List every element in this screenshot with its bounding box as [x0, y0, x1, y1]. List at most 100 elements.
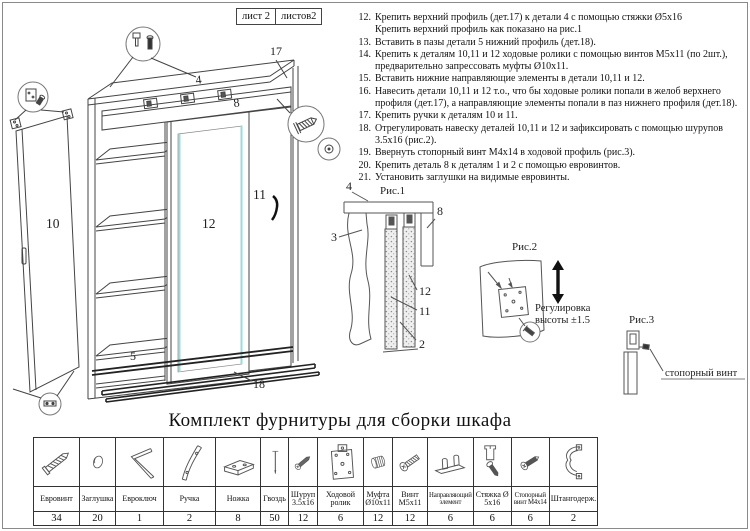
handle-icon	[181, 445, 202, 481]
right-door-11	[248, 106, 292, 372]
hardware-name: Винт M5x11	[392, 486, 428, 512]
instruction-number: 15.	[358, 73, 372, 85]
hardware-title: Комплект фурнитуры для сборки шкафа	[168, 410, 512, 431]
hardware-qty: 50	[260, 511, 289, 526]
euro-screw-icon	[41, 452, 69, 476]
hardware-qty: 12	[288, 511, 318, 526]
instruction-number: 14.	[358, 48, 372, 60]
sheet-total: листов2	[275, 8, 323, 25]
hex-key-icon	[130, 448, 154, 479]
cap-icon	[92, 455, 103, 469]
label-bottom-5: 5	[130, 349, 136, 363]
rod-holder-icon	[566, 444, 583, 480]
instruction-text: Крепить ручки к деталям 10 и 11.	[375, 110, 518, 122]
figure-1-title: Рис.1	[380, 185, 405, 197]
instruction-text: Установить заглушки на видимые евровинты…	[375, 171, 570, 183]
instruction-text: Навесить детали 10,11 и 12 т.о., что бы …	[375, 85, 738, 110]
instruction-number: 18.	[358, 122, 372, 134]
hardware-name: Гвоздь	[260, 486, 289, 512]
label-rail-18: 18	[253, 377, 265, 391]
figure-2-title: Рис.2	[512, 241, 537, 253]
hardware-qty: 6	[510, 511, 550, 526]
instruction-text: Ввернуть стопорный винт M4x14 в ходовой …	[375, 147, 636, 159]
figure-1	[338, 191, 436, 353]
hardware-name: Ножка	[215, 486, 261, 512]
hardware-name: Ходовой ролик	[317, 486, 364, 512]
hardware-qty: 6	[427, 511, 474, 526]
guide-detail-circle	[12, 370, 75, 416]
hardware-name: Стопорный винт M4x14	[510, 486, 550, 512]
instruction-number: 20.	[358, 159, 372, 171]
sheet-info: лист 2 листов2	[236, 8, 323, 25]
door-handle	[271, 195, 279, 221]
instruction-item: 18.Отрегулировать навеску деталей 10,11 …	[350, 123, 748, 148]
foot-icon	[223, 460, 255, 476]
fig3-caption: стопорный винт	[665, 368, 738, 379]
machine-screw-icon	[399, 454, 420, 472]
door-handle-mark	[21, 247, 27, 265]
hardware-qty: 34	[33, 511, 80, 526]
hardware-name: Евроключ	[115, 486, 164, 512]
instruction-item: 16.Навесить детали 10,11 и 12 т.о., что …	[350, 86, 748, 111]
wood-screw-icon	[294, 456, 310, 470]
instruction-item: 19.Ввернуть стопорный винт M4x14 в ходов…	[350, 147, 748, 159]
instruction-text: Крепить верхний профиль (дет.17) к детал…	[375, 12, 682, 36]
fig1-label-3: 3	[331, 230, 337, 244]
fig1-label-4: 4	[346, 179, 352, 193]
hardware-name: Стяжка Ø 5x16	[472, 486, 512, 512]
hardware-qty: 6	[472, 511, 512, 526]
hardware-qty: 12	[392, 511, 428, 526]
instruction-item: 17.Крепить ручки к деталям 10 и 11.	[350, 110, 748, 122]
hardware-name: Направляющий элемент	[427, 486, 474, 512]
mirror-door-12	[166, 111, 250, 385]
hardware-qty-row: 34 20 1 2 8 50 12 6 12 12 6 6 6 2	[33, 511, 599, 526]
label-door-10: 10	[46, 216, 60, 231]
sleeve-icon	[370, 455, 385, 469]
cabinet-body	[87, 26, 341, 403]
hardware-qty: 6	[317, 511, 364, 526]
instruction-item: 15.Вставить нижние направляющие элементы…	[350, 73, 748, 85]
label-door-11: 11	[253, 187, 266, 202]
fig1-label-11: 11	[419, 304, 431, 318]
instruction-number: 17.	[358, 110, 372, 122]
hardware-qty: 20	[79, 511, 116, 526]
instruction-text: Крепить деталь 8 к деталям 1 и 2 с помощ…	[375, 159, 621, 171]
hardware-qty: 2	[548, 511, 599, 526]
hardware-name: Ручка	[163, 486, 216, 512]
figure-3-title: Рис.3	[629, 314, 655, 326]
hardware-qty: 1	[115, 511, 164, 526]
label-top-4: 4	[195, 72, 203, 87]
hardware-name: Заглушка	[79, 486, 116, 512]
hardware-name: Муфта Ø10x11	[363, 486, 393, 512]
instruction-number: 12.	[358, 12, 372, 23]
guide-element-icon	[434, 454, 467, 475]
instruction-item: 21.Установить заглушки на видимые еврови…	[350, 172, 748, 184]
tie-bolt-icon	[484, 445, 499, 477]
shelves	[95, 140, 181, 389]
bottom-profile-18	[101, 363, 320, 403]
hardware-name: Шуруп 3.5x16	[288, 486, 318, 512]
corner-bracket-icon	[9, 108, 74, 130]
fig1-label-8: 8	[437, 204, 443, 218]
roller-icon	[330, 444, 354, 480]
instruction-text: Крепить к деталям 10,11 и 12 ходовые рол…	[375, 48, 728, 73]
instructions-list: 12.Крепить верхний профиль (дет.17) к де…	[350, 12, 748, 184]
bottom-rails	[91, 346, 294, 376]
instruction-number: 21.	[358, 171, 372, 183]
instruction-text: Вставить в пазы детали 5 нижний профиль …	[375, 36, 596, 48]
hardware-qty: 8	[215, 511, 261, 526]
instruction-item: 13.Вставить в пазы детали 5 нижний профи…	[350, 37, 748, 49]
fig2-caption-line1: Регулировка	[535, 303, 591, 314]
fitting-detail-circle	[317, 137, 341, 161]
figure-3	[623, 330, 745, 395]
hardware-qty: 2	[163, 511, 216, 526]
instruction-text: Отрегулировать навеску деталей 10,11 и 1…	[375, 122, 723, 146]
hardware-qty: 12	[363, 511, 393, 526]
fig1-label-12: 12	[419, 284, 431, 298]
bracket-detail-circle	[14, 81, 65, 121]
label-profile-17: 17	[270, 44, 282, 58]
instruction-number: 19.	[358, 147, 372, 159]
